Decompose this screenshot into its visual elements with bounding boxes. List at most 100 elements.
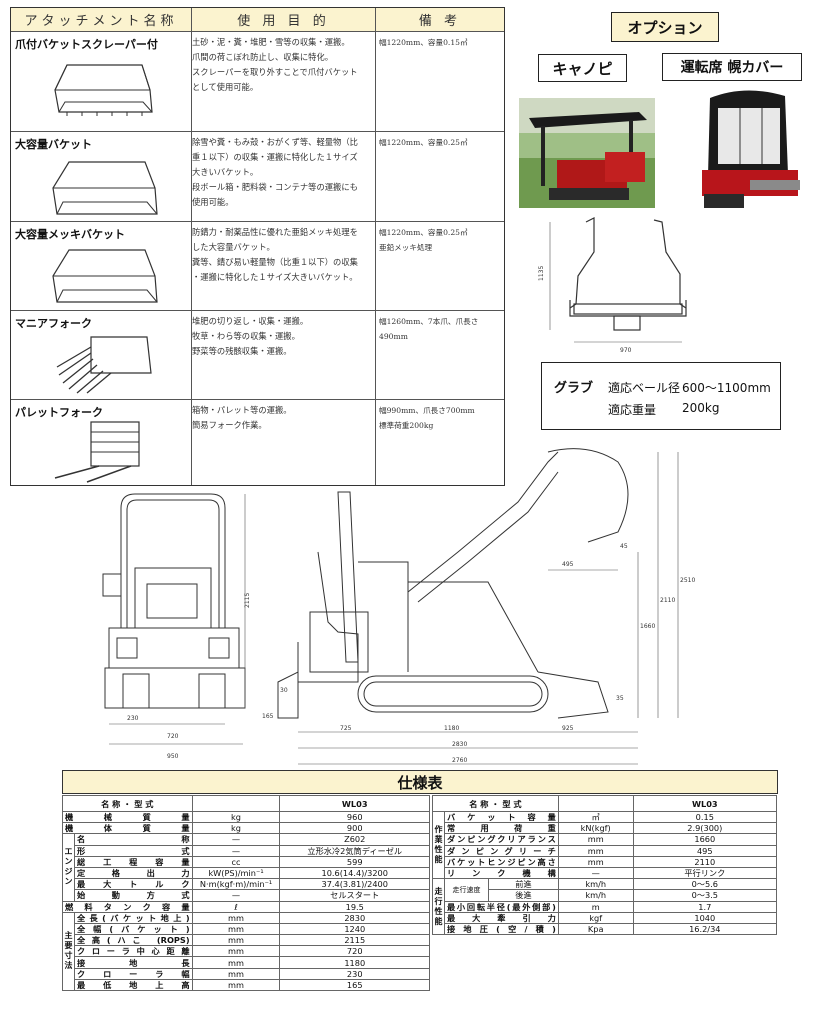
note-line: 幅990mm、爪長さ700mm [379, 406, 475, 415]
spec-unit: mm [557, 833, 634, 846]
purpose-line: 使用可能。 [192, 197, 234, 207]
grab-spec-box: グラブ 適応ベール径 600〜1100mm 適応重量 200kg [541, 362, 781, 430]
spec-value: 立形水冷2気筒ディーゼル [279, 844, 430, 857]
spec-label: 形式 [73, 844, 193, 857]
purpose-line: 土砂・泥・糞・堆肥・雪等の収集・運搬。 [192, 37, 350, 47]
spec-unit: N·m(kgf·m)/min⁻¹ [191, 878, 281, 891]
spec-label: 総工程容量 [73, 855, 193, 868]
dim-text: 720 [167, 733, 179, 740]
purpose-line: 爪間の荷こぼれ防止し、収集に特化。 [192, 52, 334, 62]
spec-value: 0〜5.6 [632, 878, 778, 891]
column-divider [191, 8, 192, 485]
dim-text: 2510 [680, 577, 695, 584]
spec-unit: mm [191, 934, 281, 947]
grab-bale-value: 600〜1100mm [682, 381, 771, 395]
group-dimensions: 主要寸法 [62, 911, 75, 992]
attachment-name: パレットフォーク [15, 406, 103, 419]
spec-unit: kg [191, 810, 281, 824]
spec-value: 37.4(3.81)/2400 [279, 878, 430, 891]
spec-label: バケットヒンジピン高さ [443, 855, 559, 868]
spec-value: 165 [279, 978, 430, 992]
dim-text: 1180 [444, 725, 459, 732]
spec-value: 230 [279, 967, 430, 980]
group-engine: エンジン [62, 833, 75, 902]
spec-header-name: 名 称 ・ 型 式 [62, 795, 193, 812]
cab-cover-photo [690, 84, 805, 214]
grab-drawing: 1135 970 [538, 217, 687, 354]
spec-unit: mm [191, 956, 281, 969]
purpose-line: 除雪や糞・もみ殻・おがくず等、軽量物（比 [192, 137, 358, 147]
spec-unit: mm [557, 855, 634, 868]
dim-text: 1660 [640, 623, 655, 630]
spec-value: 1660 [632, 833, 778, 846]
spec-unit: kW(PS)/min⁻¹ [191, 866, 281, 880]
spec-unit: kN(kgf) [557, 822, 634, 835]
header-notes: 備 考 [376, 8, 504, 32]
spec-label: 全幅(バケット) [73, 922, 193, 936]
attachment-row: 爪付バケットスクレーパー付 土砂・泥・糞・堆肥・雪等の収集・運搬。 爪間の荷こぼ… [11, 32, 504, 132]
purpose-line: ・運搬に特化した１サイズ大きいバケット。 [192, 272, 358, 282]
spec-value: 1040 [632, 911, 778, 924]
spec-unit: km/h [557, 889, 634, 902]
attachment-row: 大容量バケット 除雪や糞・もみ殻・おがくず等、軽量物（比 重１以下）の収集・運搬… [11, 132, 504, 222]
spec-unit: cc [191, 855, 281, 868]
dim-text: 925 [562, 725, 574, 732]
spec-unit: mm [191, 945, 281, 958]
spec-label: 走行速度 [443, 878, 489, 902]
spec-header-name: 名 称 ・ 型 式 [432, 795, 559, 812]
options-title: オプション [611, 12, 719, 42]
spec-label: 常用荷重 [443, 822, 559, 835]
purpose-line: として使用可能。 [192, 82, 259, 92]
note-line: 標準荷重200kg [379, 421, 434, 430]
spec-unit: — [191, 889, 281, 902]
purpose-line: 段ボール箱・肥料袋・コンテナ等の運搬にも [192, 182, 358, 192]
spec-label: 名称 [73, 833, 193, 846]
purpose-line: 野菜等の残骸収集・運搬。 [192, 346, 292, 356]
purpose-line: 箱物・パレット等の運搬。 [192, 405, 292, 415]
spec-label: 機械質量 [62, 810, 193, 824]
spec-label: ダンピングクリアランス [443, 833, 559, 846]
attachment-row: パレットフォーク 箱物・パレット等の運搬。 簡易フォーク作業。 幅990mm、爪… [11, 400, 504, 486]
dim-text: 165 [262, 713, 274, 720]
spec-unit: Kpa [557, 922, 634, 936]
spec-unit: mm [191, 978, 281, 992]
grab-weight-label: 適応重量 [608, 403, 657, 417]
attachment-name: 大容量メッキバケット [15, 228, 125, 241]
scraper-bucket-icon [54, 64, 153, 116]
spec-label: 全高(ハこ (ROPS) [73, 934, 193, 947]
spec-value: 19.5 [279, 900, 430, 913]
purpose-line: 重１以下）の収集・運搬に特化した１サイズ [192, 152, 358, 162]
spec-label: 最大トルク [73, 878, 193, 891]
attachment-table: アタッチメント名称 使 用 目 的 備 考 爪付バケットスクレーパー付 土砂・泥… [10, 7, 505, 486]
note-line: 幅1220mm、容量0.15㎥ [379, 38, 468, 47]
purpose-line: した大容量バケット。 [192, 242, 275, 252]
spec-unit: kg [191, 822, 281, 835]
spec-value: 495 [632, 844, 778, 857]
spec-unit: kgf [557, 911, 634, 924]
spec-value: 2110 [632, 855, 778, 868]
spec-header-model: WL03 [279, 795, 430, 812]
purpose-line: 大きいバケット。 [192, 167, 259, 177]
dim-text: 2830 [452, 741, 467, 748]
spec-unit: m [557, 900, 634, 913]
spec-label: 接地圧(空/積) [443, 922, 559, 936]
header-attachment-name: アタッチメント名称 [11, 8, 192, 32]
spec-value: 900 [279, 822, 430, 835]
grab-name: グラブ [554, 381, 594, 396]
grab-width-dim: 970 [620, 347, 632, 354]
spec-unit: — [557, 866, 634, 880]
spec-value: 0.15 [632, 810, 778, 824]
spec-unit: mm [191, 911, 281, 924]
grab-height-dim: 1135 [538, 266, 545, 281]
purpose-line: スクレーパーを取り外すことで爪付バケット [192, 67, 358, 77]
column-divider [375, 8, 376, 485]
dim-text: 45 [620, 543, 628, 550]
purpose-line: 防錆力・耐薬品性に優れた亜鉛メッキ処理を [192, 227, 358, 237]
dim-text: 2115 [244, 593, 251, 608]
dim-text: 950 [167, 753, 179, 760]
canopy-label: キャノピ [538, 54, 627, 82]
spec-value: Z602 [279, 833, 430, 846]
spec-label: バケット容量 [443, 810, 559, 824]
spec-label: クローラ中心距離 [73, 945, 193, 958]
